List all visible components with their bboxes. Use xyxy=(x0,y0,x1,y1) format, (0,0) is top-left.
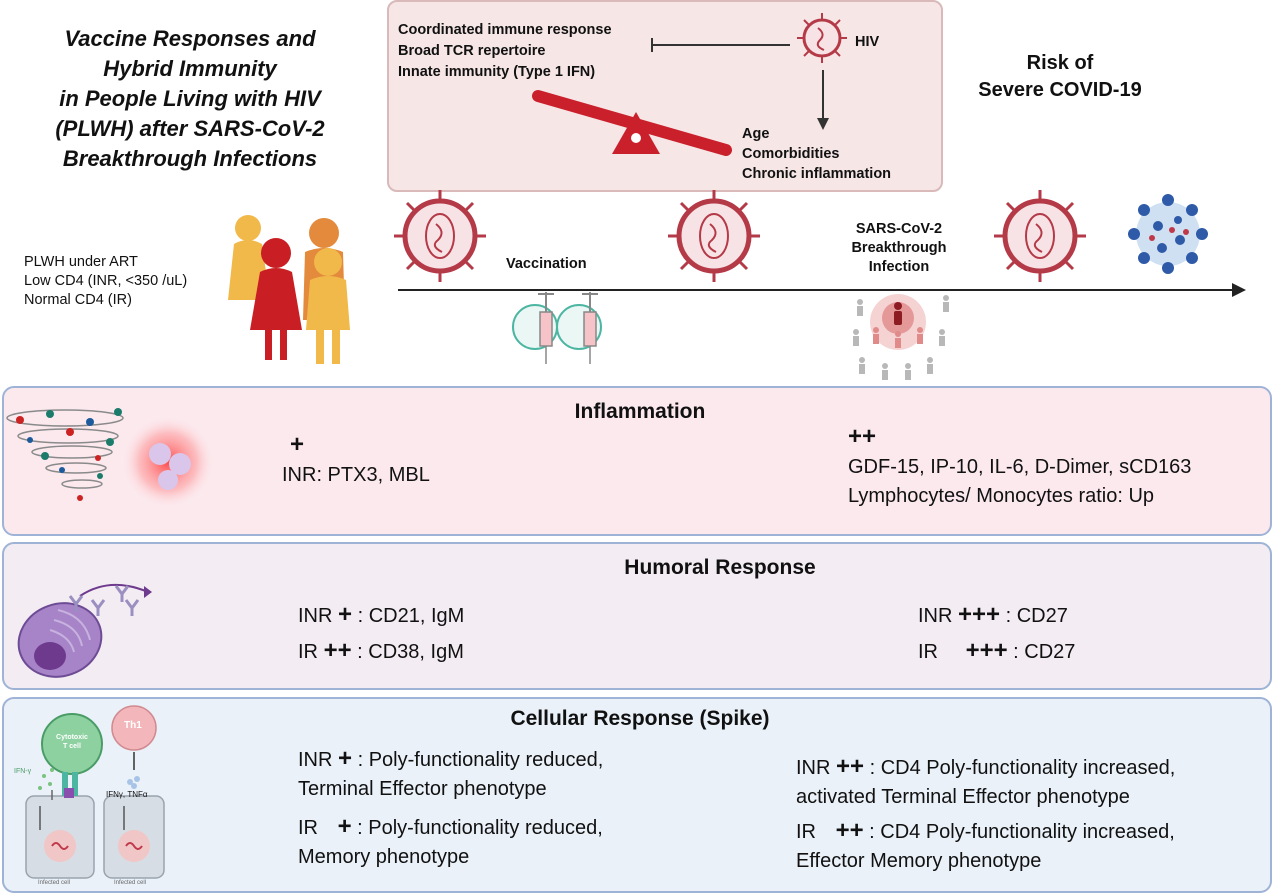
hiv-virus-timeline-2 xyxy=(668,190,760,282)
infected-cell-label-1: Infected cell xyxy=(38,880,71,886)
cellular-right-row-1: INR ++ : CD4 Poly-functionality increase… xyxy=(796,753,1176,808)
cellular-title: Cellular Response (Spike) xyxy=(510,707,770,730)
inflammation-right-sign: ++ xyxy=(848,423,877,450)
cellular-left-row-1: INR + : Poly-functionality reduced, Term… xyxy=(298,745,604,800)
humoral-right-row-1: INR +++ : CD27 xyxy=(918,601,1068,628)
inflammation-right-text: GDF-15, IP-10, IL-6, D-Dimer, sCD163 Lym… xyxy=(848,456,1192,507)
humoral-left-row-2: IR ++ : CD38, IgM xyxy=(298,637,464,664)
risk-title: Risk of Severe COVID-19 xyxy=(978,52,1142,101)
risk-factors-list: Age Comorbidities Chronic inflammation xyxy=(742,126,892,182)
cellular-left-row-2: IR + : Poly-functionality reduced, Memor… xyxy=(298,813,603,868)
inflammation-left-sign: + xyxy=(290,431,305,458)
inflammation-left-text: INR: PTX3, MBL xyxy=(282,464,430,486)
humoral-left-row-1: INR + : CD21, IgM xyxy=(298,601,465,628)
cellular-right-row-2: IR ++ : CD4 Poly-functionality increased… xyxy=(796,817,1175,872)
th1-label: Th1 xyxy=(124,720,142,731)
cytotoxic-t-cell-label: Cytotoxic T cell xyxy=(56,734,88,750)
humoral-panel xyxy=(2,542,1272,690)
humoral-right-row-2: IR +++ : CD27 xyxy=(918,637,1076,664)
seesaw-icon xyxy=(532,90,732,156)
plwh-groups: PLWH under ART Low CD4 (INR, <350 /uL) N… xyxy=(24,254,188,308)
syringe-icon-2 xyxy=(556,292,602,364)
vaccination-label: Vaccination xyxy=(506,256,587,272)
figure-title: Vaccine Responses and Hybrid Immunity in… xyxy=(55,26,325,171)
hiv-virus-icon xyxy=(797,13,847,63)
ifn-tnf-label: IFNγ, TNFα xyxy=(106,790,148,799)
sars-cov-2-icon xyxy=(1128,194,1208,274)
infected-cell-label-2: Infected cell xyxy=(114,880,147,886)
protective-factors-list: Coordinated immune response Broad TCR re… xyxy=(398,22,612,80)
inflammation-title: Inflammation xyxy=(574,400,706,423)
humoral-title: Humoral Response xyxy=(624,556,816,579)
cellular-panel xyxy=(2,697,1272,893)
family-icon xyxy=(228,215,350,364)
breakthrough-label: SARS-CoV-2 Breakthrough Infection xyxy=(851,221,947,275)
ifn-gamma-label: IFN-γ xyxy=(14,768,32,775)
hiv-label: HIV xyxy=(855,34,880,50)
syringe-icon-1 xyxy=(512,292,558,364)
hiv-virus-timeline-1 xyxy=(394,190,486,282)
hiv-virus-timeline-3 xyxy=(994,190,1086,282)
transmission-icon xyxy=(853,294,949,380)
immune-balance-box xyxy=(387,0,943,192)
